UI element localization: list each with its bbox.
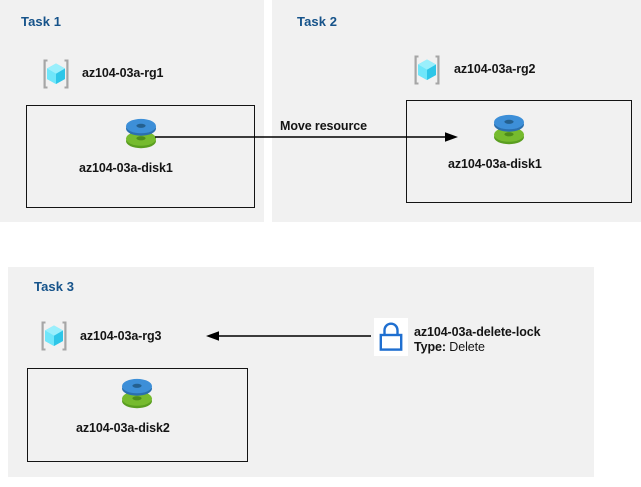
lock-type-label: Type: [414,340,446,354]
resource-group-icon [409,52,445,88]
managed-disk-icon [489,110,529,148]
panel-task-1 [0,0,264,222]
resource-container-task-1 [26,105,255,208]
managed-disk-icon [121,114,161,152]
lock-type: Type: Delete [414,340,540,355]
padlock-icon [374,318,408,356]
resource-label-task-3: az104-03a-disk2 [76,421,170,435]
panel-title-task-2: Task 2 [297,14,338,29]
resource-container-task-2 [406,100,632,203]
resource-group-icon [38,56,74,92]
resource-group-label-task-1: az104-03a-rg1 [82,66,164,80]
arrow-right-icon [445,132,458,142]
resource-container-task-3 [27,368,248,462]
move-resource-label: Move resource [280,119,367,133]
panel-title-task-1: Task 1 [21,14,62,29]
panel-title-task-3: Task 3 [34,279,75,294]
move-resource-arrow [155,126,460,148]
arrow-left-icon [206,331,219,341]
resource-label-task-1: az104-03a-disk1 [79,161,173,175]
panel-task-3 [8,267,594,477]
resource-group-icon [36,318,72,354]
lock-applies-to-arrow [206,326,371,346]
resource-group-label-task-2: az104-03a-rg2 [454,62,536,76]
lock-name: az104-03a-delete-lock [414,325,541,339]
managed-disk-icon [117,374,157,412]
panel-task-2 [272,0,641,222]
lock-type-value: Delete [449,340,485,354]
resource-group-label-task-3: az104-03a-rg3 [80,329,162,343]
resource-label-task-2: az104-03a-disk1 [448,157,542,171]
lock-details: az104-03a-delete-lock Type: Delete [414,325,541,355]
